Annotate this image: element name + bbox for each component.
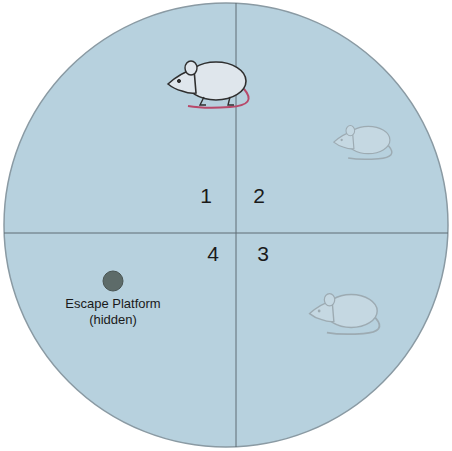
platform-label: Escape Platform (hidden) [61,296,165,329]
quadrant-number: 2 [253,183,265,209]
quadrant-line [4,233,448,234]
pool [4,3,448,447]
rat-dark [168,61,249,108]
rat-pale [310,294,380,335]
quadrant-number: 3 [257,241,269,267]
rat-pale [334,126,392,160]
quadrant-number: 4 [207,241,219,267]
escape-platform [103,271,123,291]
quadrant-number: 1 [200,183,212,209]
